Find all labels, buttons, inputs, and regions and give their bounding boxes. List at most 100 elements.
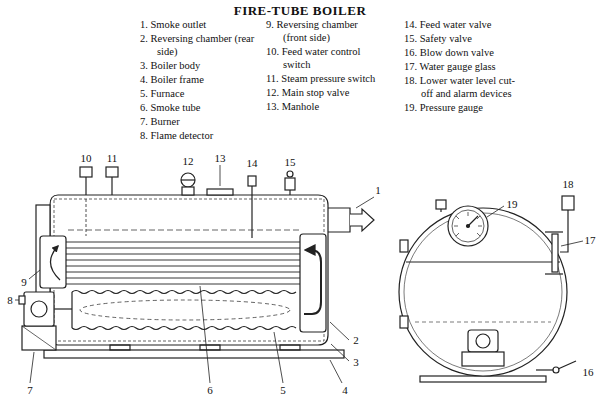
furnace-end — [71, 292, 72, 328]
water-level-cutoff — [562, 196, 574, 210]
smoke-tubes — [66, 260, 302, 261]
gauge-dial — [452, 210, 484, 242]
burner-motor — [476, 334, 490, 348]
side-view — [111, 177, 112, 195]
burner-nozzle — [54, 308, 72, 309]
key-column: 1. Smoke outlet2. Reversing chamber (rea… — [140, 18, 260, 143]
callout-number: 4 — [341, 385, 349, 396]
door-split — [406, 261, 560, 262]
burner-motor — [31, 301, 47, 317]
smoke-tubes — [66, 278, 302, 279]
callout-number: 18 — [562, 179, 575, 190]
front-view — [399, 196, 583, 382]
feed-water-pipe — [251, 186, 252, 238]
smoke-outlet — [328, 208, 350, 232]
callout-number: 10 — [80, 153, 93, 164]
callout-number: 5 — [279, 385, 287, 396]
smoke-tubes — [66, 242, 302, 243]
part-key-entry: 11. Steam pressure switch — [266, 72, 378, 85]
part-key-entry: 7. Burner — [140, 115, 260, 128]
callout-number: 6 — [206, 385, 214, 396]
leader-lines — [487, 206, 504, 217]
part-key-entry: 18. Lower water level cut-off and alarm … — [404, 74, 522, 100]
smoke-tubes — [66, 284, 302, 285]
door-hinge — [400, 316, 408, 328]
main-stop-valve-wheel — [181, 173, 195, 187]
front-view — [440, 209, 441, 212]
top-nozzle — [436, 200, 446, 209]
smoke-tubes — [66, 266, 302, 267]
manhole — [207, 189, 233, 195]
leader-lines — [561, 241, 583, 246]
key-column: 14. Feed water valve15. Safety valve16. … — [404, 18, 522, 115]
boiler-frame — [420, 376, 546, 382]
gauge-pivot — [467, 225, 470, 228]
door-hinge — [400, 240, 408, 252]
callout-number: 14 — [246, 158, 259, 169]
callout-number: 3 — [352, 357, 360, 368]
side-view — [85, 177, 86, 195]
part-key-entry: 1. Smoke outlet — [140, 18, 260, 31]
leader-lines — [331, 344, 349, 361]
part-key-entry: 13. Manhole — [266, 100, 378, 113]
blow-down-valve — [553, 367, 559, 373]
part-key-entry: 17. Water gauge glass — [404, 60, 522, 73]
front-reversing-chamber — [40, 236, 66, 288]
safety-valve — [287, 171, 293, 177]
callout-number: 7 — [26, 385, 34, 396]
water-gauge-glass — [552, 234, 558, 272]
leader-lines — [274, 332, 283, 383]
part-key-entry: 4. Boiler frame — [140, 73, 260, 86]
gauge-needle — [468, 216, 478, 226]
flame-outline — [80, 300, 290, 320]
safety-valve — [285, 178, 295, 190]
gauge-glass-valve — [545, 231, 563, 232]
feed-water-valve — [248, 176, 256, 186]
smoke-outlet-arrow — [350, 209, 374, 231]
part-key-entry: 12. Main stop valve — [266, 86, 378, 99]
boiler-frame — [44, 350, 344, 358]
callout-number: 8 — [6, 295, 14, 306]
feed-water-control-switch — [80, 167, 92, 177]
smoke-tubes — [66, 272, 302, 273]
smoke-tubes — [66, 248, 302, 249]
pressure-gauge — [448, 206, 488, 246]
frame-foot — [200, 345, 220, 350]
part-key-entry: 15. Safety valve — [404, 32, 522, 45]
gauge-glass-valve — [545, 273, 563, 274]
furnace-wall — [72, 291, 296, 294]
part-key-entry: 19. Pressure gauge — [404, 101, 522, 114]
side-view — [289, 190, 290, 195]
burner-stand — [22, 326, 56, 350]
leader-lines — [30, 352, 34, 383]
burner — [24, 292, 54, 326]
part-key-entry: 14. Feed water valve — [404, 18, 522, 31]
callout-number: 16 — [582, 367, 595, 378]
leader-lines — [330, 360, 342, 383]
burner — [468, 330, 498, 352]
leader-lines — [487, 206, 583, 246]
callout-number: 12 — [182, 156, 195, 167]
boiler-shell — [50, 195, 328, 345]
part-key-entry: 9. Reversing chamber (front side) — [266, 18, 378, 44]
callout-number: 1 — [374, 185, 382, 196]
callout-number: 9 — [20, 277, 28, 288]
part-key-entry: 3. Boiler body — [140, 59, 260, 72]
part-key-entry: 16. Blow down valve — [404, 46, 522, 59]
side-view — [181, 179, 195, 180]
flame-detector — [19, 296, 25, 304]
part-key-entry: 10. Feed water control switch — [266, 45, 378, 71]
side-view — [86, 199, 87, 236]
side-view — [15, 165, 374, 383]
leader-lines — [29, 270, 40, 279]
frame-foot — [280, 345, 300, 350]
furnace-wall — [72, 327, 296, 330]
callout-number: 2 — [352, 335, 360, 346]
callout-number: 11 — [106, 153, 119, 164]
rear-reversing-chamber — [300, 234, 326, 332]
flow-arrow — [304, 250, 321, 314]
leader-lines — [220, 165, 221, 186]
flow-arrow — [50, 246, 60, 280]
frame-foot — [110, 345, 130, 350]
